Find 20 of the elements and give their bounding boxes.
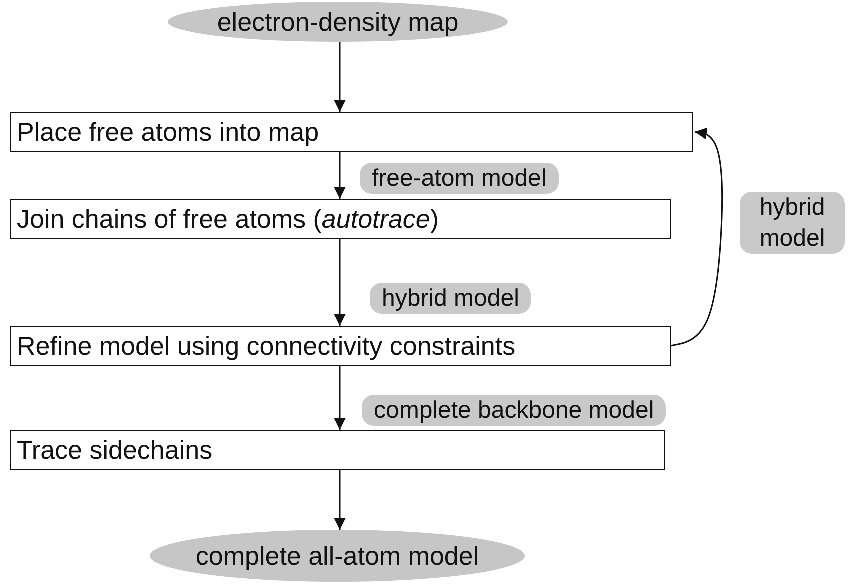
arrow xyxy=(670,128,724,347)
process-box xyxy=(10,112,693,152)
edge-label: free-atom model xyxy=(360,163,559,194)
edge-label: complete backbone model xyxy=(362,395,666,426)
arrow xyxy=(334,470,346,530)
node-label: Join chains of free atoms (autotrace) xyxy=(17,204,439,234)
arrow xyxy=(334,239,346,326)
node-label: Place free atoms into map xyxy=(17,116,320,148)
process-box xyxy=(10,199,671,239)
node-label: Refine model using connectivity constraints xyxy=(17,330,516,362)
edge-label: hybrid model xyxy=(740,192,845,254)
node-label: complete all-atom model xyxy=(196,540,480,572)
arrow xyxy=(334,152,346,199)
arrow xyxy=(334,366,346,430)
process-box xyxy=(10,326,671,366)
node-label: Trace sidechains xyxy=(17,434,213,466)
arrow xyxy=(334,42,346,112)
edge-label: hybrid model xyxy=(370,283,532,314)
process-box xyxy=(10,430,665,470)
node-label: electron-density map xyxy=(217,6,459,38)
